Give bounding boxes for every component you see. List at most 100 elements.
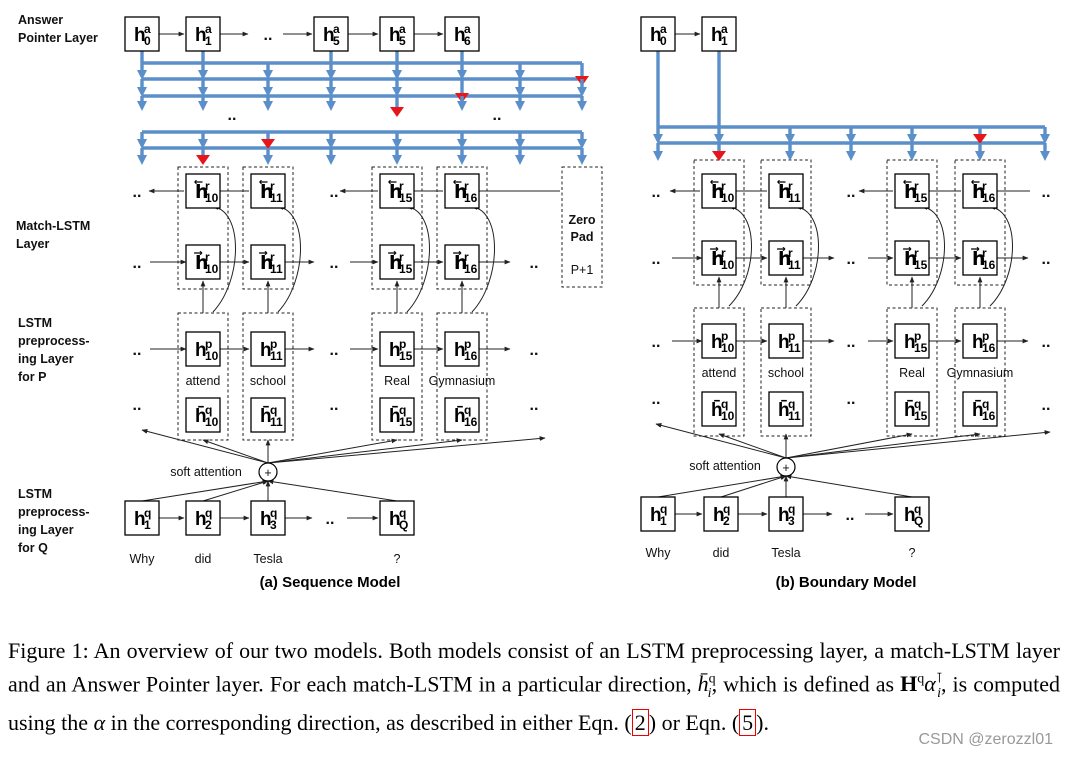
svg-text:h: h bbox=[778, 505, 790, 526]
answer-node-1: ha1 bbox=[185, 16, 221, 52]
svg-text:a: a bbox=[399, 22, 406, 36]
pointer-arrow bbox=[326, 139, 336, 149]
svg-text:a: a bbox=[205, 22, 212, 36]
svg-text:h̄: h̄ bbox=[260, 406, 272, 427]
svg-text:r: r bbox=[270, 250, 275, 264]
recurrent-arrow bbox=[989, 205, 1013, 307]
qbar-node-1: h̄q11 bbox=[250, 397, 286, 433]
svg-text:3: 3 bbox=[788, 514, 795, 528]
eqn-ref-2-link[interactable]: 2 bbox=[631, 708, 649, 736]
svg-text:h: h bbox=[778, 332, 790, 353]
qbar-node-3: h̄q16 bbox=[962, 391, 998, 427]
svg-text:h: h bbox=[134, 509, 146, 530]
eqn-ref-5-link[interactable]: 5 bbox=[739, 708, 757, 736]
match-lstm-group-3 bbox=[436, 166, 488, 290]
svg-text:Q: Q bbox=[399, 518, 408, 532]
lstm-p-layer-label-line: for P bbox=[18, 370, 46, 384]
svg-text:15: 15 bbox=[914, 341, 928, 355]
svg-text:h: h bbox=[972, 332, 984, 353]
svg-text:a: a bbox=[660, 22, 667, 36]
connection-arrow bbox=[785, 430, 1051, 459]
svg-text:p: p bbox=[270, 337, 277, 351]
q-word-2: Tesla bbox=[771, 546, 800, 560]
pointer-arrow bbox=[714, 134, 724, 144]
svg-text:h: h bbox=[260, 340, 272, 361]
svg-text:2: 2 bbox=[723, 514, 730, 528]
recurrent-arrow bbox=[212, 205, 236, 313]
svg-text:6: 6 bbox=[464, 34, 471, 48]
pointer-ellipsis: .. bbox=[493, 107, 502, 124]
pointer-arrow bbox=[326, 101, 336, 111]
pointer-arrow bbox=[653, 134, 663, 144]
p-word-2: Real bbox=[384, 374, 410, 388]
svg-text:1: 1 bbox=[144, 518, 151, 532]
match-forward-node-1: h⃗r11 bbox=[768, 240, 804, 276]
ellipsis: .. bbox=[530, 397, 539, 414]
caption-text-1: Figure 1: An overview of our two models.… bbox=[8, 638, 1060, 697]
svg-text:15: 15 bbox=[399, 415, 413, 429]
ellipsis: .. bbox=[652, 184, 661, 201]
ellipsis: .. bbox=[133, 184, 142, 201]
svg-text:r: r bbox=[914, 246, 919, 260]
svg-text:q: q bbox=[399, 506, 406, 520]
svg-text:r: r bbox=[205, 250, 210, 264]
connection-arrow bbox=[655, 423, 787, 459]
svg-text:10: 10 bbox=[205, 262, 219, 276]
ellipsis: .. bbox=[530, 342, 539, 359]
answer-ellipsis: .. bbox=[264, 27, 273, 44]
svg-text:11: 11 bbox=[270, 415, 283, 429]
svg-text:h: h bbox=[323, 25, 335, 46]
p-word-3: Gymnasium bbox=[429, 374, 496, 388]
connection-arrow bbox=[785, 474, 913, 498]
qbar-node-0: h̄q10 bbox=[701, 391, 737, 427]
svg-text:q: q bbox=[144, 506, 151, 520]
ellipsis: .. bbox=[652, 391, 661, 408]
connection-arrow bbox=[657, 474, 787, 498]
match-forward-node-3: h⃗r16 bbox=[444, 244, 480, 280]
svg-text:11: 11 bbox=[788, 258, 801, 272]
svg-text:5: 5 bbox=[399, 34, 406, 48]
svg-text:r: r bbox=[399, 179, 404, 193]
math-hbar: h̄qi bbox=[697, 671, 716, 701]
match-lstm-layer-label-line: Layer bbox=[16, 237, 49, 251]
connection-arrow bbox=[202, 480, 269, 502]
recurrent-arrow bbox=[471, 205, 495, 313]
match-backward-node-3: h⃖r16 bbox=[444, 173, 480, 209]
svg-text:15: 15 bbox=[399, 349, 413, 363]
q-word-0: Why bbox=[646, 546, 672, 560]
svg-text:0: 0 bbox=[144, 34, 151, 48]
pointer-arrow bbox=[326, 70, 336, 80]
attention-sum-node bbox=[776, 457, 796, 477]
svg-text:h: h bbox=[389, 25, 401, 46]
svg-text:p: p bbox=[982, 329, 989, 343]
svg-text:r: r bbox=[205, 179, 210, 193]
svg-text:q: q bbox=[788, 397, 795, 411]
pointer-arrow bbox=[263, 87, 273, 97]
ellipsis: .. bbox=[133, 342, 142, 359]
ellipsis: .. bbox=[652, 334, 661, 351]
svg-text:r: r bbox=[982, 179, 987, 193]
ellipsis: .. bbox=[1042, 251, 1051, 268]
answer-node-3: ha5 bbox=[379, 16, 415, 52]
svg-text:h⃗: h⃗ bbox=[259, 251, 273, 274]
ellipsis: .. bbox=[330, 342, 339, 359]
svg-text:11: 11 bbox=[270, 191, 283, 205]
ellipsis: .. bbox=[847, 391, 856, 408]
selected-pointer-arrow bbox=[261, 139, 275, 149]
svg-text:h⃗: h⃗ bbox=[453, 251, 467, 274]
svg-text:h⃗: h⃗ bbox=[710, 247, 724, 270]
svg-text:15: 15 bbox=[914, 191, 928, 205]
connection-arrow bbox=[785, 432, 981, 459]
lstm-p-layer-label-line: LSTM bbox=[18, 316, 52, 330]
svg-text:h: h bbox=[260, 509, 272, 530]
svg-text:h⃖: h⃖ bbox=[388, 180, 402, 203]
pointer-arrow bbox=[846, 151, 856, 161]
svg-text:h̄: h̄ bbox=[454, 406, 466, 427]
svg-text:h: h bbox=[454, 25, 466, 46]
svg-text:h: h bbox=[904, 332, 916, 353]
match-backward-node-0: h⃖r10 bbox=[185, 173, 221, 209]
svg-text:1: 1 bbox=[205, 34, 212, 48]
svg-text:h: h bbox=[195, 340, 207, 361]
q-word-1: did bbox=[195, 552, 212, 566]
